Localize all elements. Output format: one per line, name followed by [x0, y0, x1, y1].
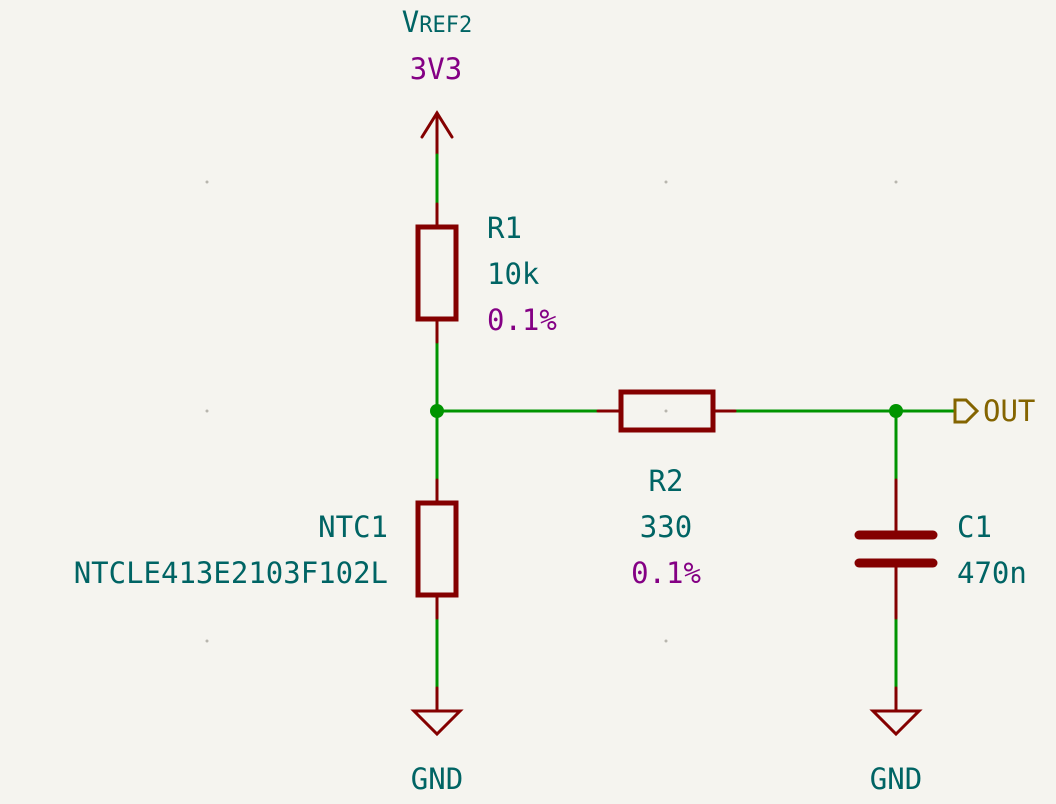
c1-reference: C1	[957, 510, 992, 544]
power-net-value: 3V3	[410, 52, 462, 86]
power-net-name-rest: REF2	[419, 13, 472, 38]
r1-reference: R1	[487, 211, 522, 245]
c1-value: 470n	[957, 556, 1027, 590]
wires	[435, 153, 957, 690]
resistor-r1[interactable]: R1 10k 0.1%	[415, 202, 557, 344]
power-symbol-vref2[interactable]: VREF2 3V3	[402, 5, 472, 157]
ground-symbol-left[interactable]: GND	[410, 686, 464, 796]
grid-dot	[205, 639, 209, 643]
port-input-icon	[953, 398, 980, 424]
junction-dot-out[interactable]	[889, 404, 903, 418]
capacitor-c1[interactable]: C1 470n	[854, 478, 1027, 620]
ntc1-reference: NTC1	[318, 510, 388, 544]
ground-icon	[410, 709, 464, 737]
grid-dot	[664, 639, 668, 643]
net-label-out[interactable]: OUT	[953, 394, 1035, 428]
ground-icon	[869, 709, 923, 737]
ground-label-right: GND	[870, 762, 922, 796]
ntc1-value: NTCLE413E2103F102L	[74, 556, 388, 590]
resistor-icon	[415, 224, 459, 322]
r2-value: 330	[640, 510, 692, 544]
r1-value: 10k	[487, 257, 540, 291]
grid-dot	[205, 180, 209, 184]
grid-dot	[664, 180, 668, 184]
r2-reference: R2	[649, 464, 684, 498]
resistor-r2[interactable]: R2 330 0.1%	[596, 389, 737, 590]
grid-dot	[205, 409, 209, 413]
ground-symbol-right[interactable]: GND	[869, 686, 923, 796]
thermistor-ntc1[interactable]: NTC1 NTCLE413E2103F102L	[74, 478, 459, 620]
r1-tolerance: 0.1%	[487, 303, 557, 337]
grid-dot	[894, 180, 898, 184]
grid-dot	[664, 409, 668, 413]
ground-label-left: GND	[411, 762, 463, 796]
r2-tolerance: 0.1%	[631, 556, 701, 590]
power-net-name-initial: V	[402, 5, 419, 39]
net-label-out-text: OUT	[983, 394, 1035, 428]
power-net-name: VREF2	[402, 5, 472, 39]
junction-dot-divider[interactable]	[430, 404, 444, 418]
thermistor-icon	[415, 500, 459, 598]
